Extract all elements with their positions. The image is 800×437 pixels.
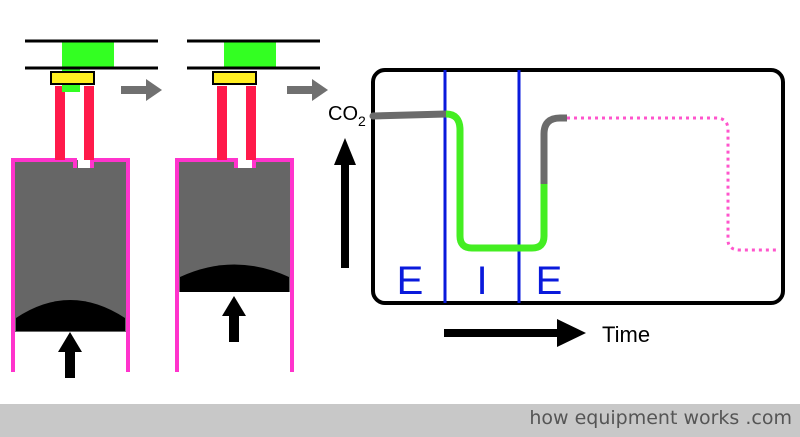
time-axis-label: Time	[602, 322, 650, 347]
right-arrow-icon	[121, 79, 162, 101]
footer-bar: how equipment works .com	[0, 404, 800, 437]
co2-trace-plateau	[369, 110, 450, 120]
cylinder-1-fresh-gas	[62, 41, 114, 68]
cylinder-2-right-tube	[246, 86, 256, 160]
cylinder-2-valve	[212, 71, 257, 85]
footer-site-name: how equipment works .com	[529, 407, 792, 429]
co2-trace-upstroke	[540, 114, 567, 184]
right-arrow-icon	[444, 319, 586, 347]
cylinder-1-piston	[16, 300, 125, 331]
cylinder-1-gas	[13, 160, 128, 332]
cylinder-1-valve	[50, 71, 95, 85]
cylinder-2-gas	[177, 160, 292, 292]
up-arrow-icon	[58, 332, 82, 378]
phase-label-expiration-1: E	[397, 259, 424, 303]
cylinder-2	[175, 39, 320, 372]
cylinder-1-right-tube	[84, 86, 94, 160]
cylinder-1-outline	[11, 158, 130, 372]
up-arrow-icon	[334, 138, 356, 268]
co2-axis-label: CO2	[328, 103, 366, 129]
cylinder-2-fresh-gas	[224, 41, 276, 68]
cylinder-1-left-tube	[55, 86, 65, 160]
cylinder-2-piston	[180, 264, 289, 292]
phase-label-expiration-2: E	[536, 259, 563, 303]
co2-trace-inspiration	[445, 110, 548, 252]
cylinder-1	[11, 39, 158, 378]
cylinder-2-left-tube	[217, 86, 227, 160]
capnogram-frame	[371, 68, 785, 305]
right-arrow-icon	[287, 79, 328, 101]
cylinder-2-outline	[175, 158, 294, 372]
up-arrow-icon	[222, 296, 246, 342]
phase-label-inspiration: I	[476, 259, 487, 303]
